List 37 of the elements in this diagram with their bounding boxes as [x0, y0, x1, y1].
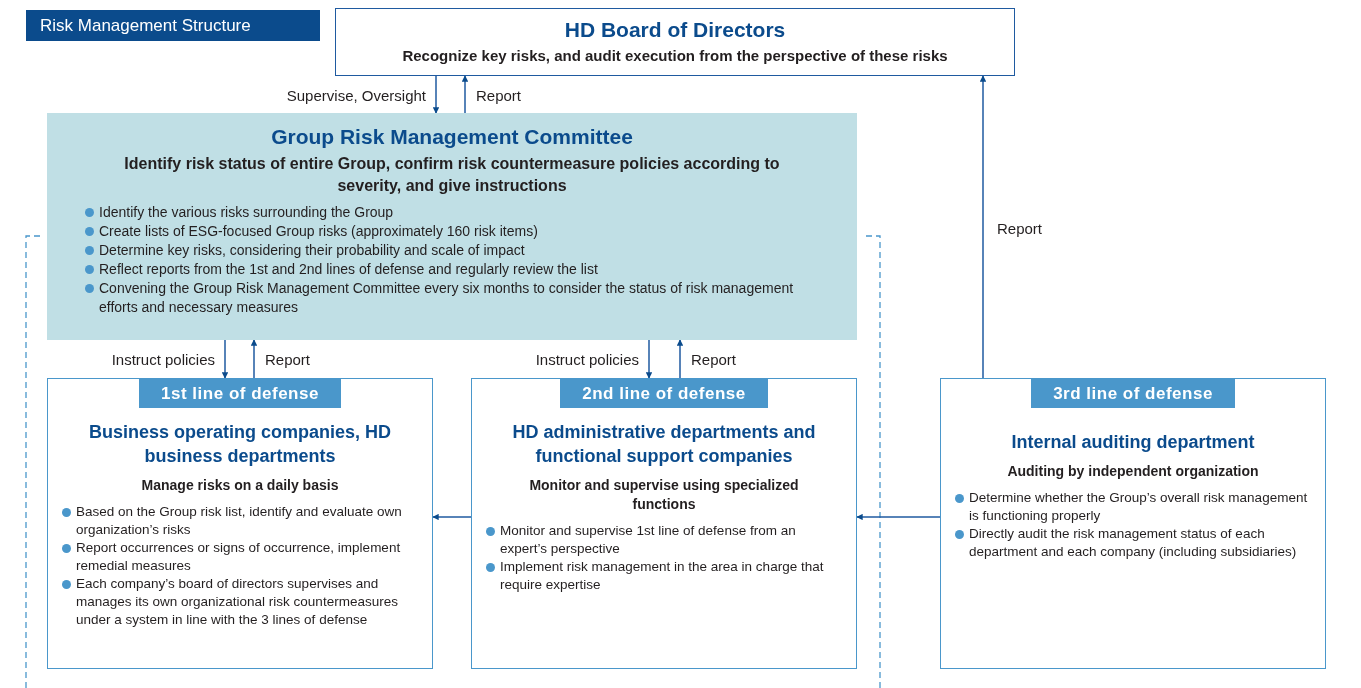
arrow — [676, 339, 684, 379]
bullet-text: Reflect reports from the 1st and 2nd lines of defense and regularly review the list — [99, 260, 598, 279]
bullet-text: Identify the various risks surrounding the Group — [99, 203, 394, 222]
box-heading: HD administrative departments and functional support companies — [511, 421, 817, 468]
arrow — [645, 339, 653, 379]
bullet-text: Create lists of ESG-focused Group risks (approximately 160 risk items) — [99, 222, 538, 241]
tab-label: 3rd line of defense — [1031, 379, 1235, 408]
panel-heading: Group Risk Management Committee — [271, 124, 633, 150]
tab-label: 2nd line of defense — [560, 379, 768, 408]
arrow — [250, 339, 258, 379]
box-subheading: Manage risks on a daily basis — [140, 476, 340, 495]
box-heading: HD Board of Directors — [564, 17, 786, 43]
bullet-text: Determine whether the Group’s overall risk management is functioning properly — [969, 489, 1309, 525]
box-subheading: Monitor and supervise using specialized functions — [528, 476, 800, 514]
arrow — [856, 513, 941, 521]
panel-description: Identify risk status of entire Group, confirm risk countermeasure policies according to severity, and give instructions — [123, 154, 781, 196]
bullet-text: Convening the Group Risk Management Committee every six months to consider the status of risk management efforts and necessary measures — [99, 279, 795, 317]
bullet-text: Determine key risks, considering their probability and scale of impact — [99, 241, 525, 260]
box-description: Recognize key risks, and audit execution from the perspective of these risks — [402, 46, 948, 66]
title-badge: Risk Management Structure — [26, 10, 320, 41]
arrow — [432, 75, 440, 114]
bullet-text: Based on the Group risk list, identify and evaluate own organization’s risks — [76, 503, 403, 539]
arrow — [461, 75, 469, 114]
arrow — [432, 513, 472, 521]
box-heading: Internal auditing department — [1011, 431, 1255, 454]
bullet-text: Each company’s board of directors supervises and manages its own organizational risk countermeasures under a system in line with the 3 lines of defense — [76, 575, 399, 629]
box-subheading: Auditing by independent organization — [1006, 462, 1260, 481]
arrow — [979, 75, 987, 379]
committee-panel — [47, 113, 857, 340]
bullet-text: Directly audit the risk management status of each department and each company (including subsidiaries) — [969, 525, 1298, 561]
bullet-text: Report occurrences or signs of occurrence, implement remedial measures — [76, 539, 402, 575]
bullet-text: Implement risk management in the area in charge that require expertise — [500, 558, 825, 594]
tab-label: 1st line of defense — [139, 379, 341, 408]
board-box — [335, 8, 1015, 76]
bullet-text: Monitor and supervise 1st line of defense from an expert’s perspective — [500, 522, 797, 558]
arrow — [221, 339, 229, 379]
box-heading: Business operating companies, HD business departments — [87, 421, 393, 468]
